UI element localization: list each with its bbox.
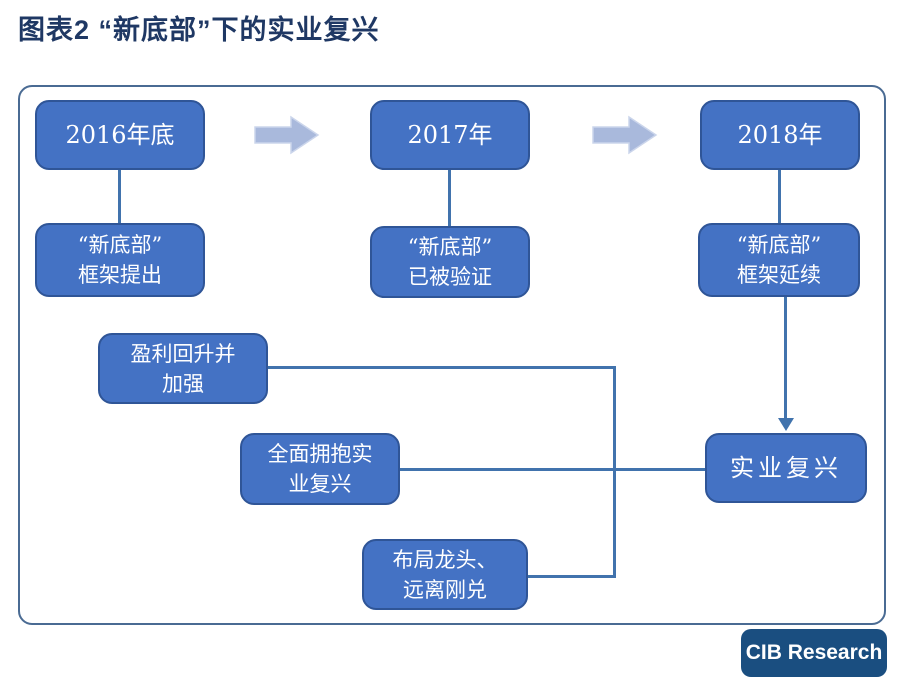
- connector-2016: [118, 170, 121, 223]
- connector-bus: [613, 366, 616, 578]
- node-label: 2017年: [407, 121, 493, 149]
- brand-badge: CIB Research: [741, 629, 887, 677]
- node-label-line2: 远离刚兑: [403, 577, 487, 602]
- node-label-line2: 业复兴: [288, 472, 352, 496]
- node-label-line2: 框架延续: [737, 263, 821, 287]
- node-label-line1: 布局龙头、: [392, 547, 498, 572]
- page-title: 图表2 “新底部”下的实业复兴: [18, 15, 380, 45]
- node-label-line1: “新底部”: [736, 233, 822, 257]
- down-arrowhead-icon: [778, 418, 794, 431]
- node-label-line1: “新底部”: [407, 235, 493, 259]
- node-status-2018: “新底部” 框架延续: [698, 223, 860, 297]
- node-label: 实业复兴: [730, 454, 842, 482]
- node-factor-embrace: 全面拥抱实 业复兴: [240, 433, 400, 505]
- right-block-arrow-icon: [254, 115, 320, 155]
- connector-2018: [778, 170, 781, 223]
- connector-factor3: [528, 575, 616, 578]
- node-label: 2016年底: [65, 121, 175, 149]
- node-factor-leaders: 布局龙头、 远离刚兑: [362, 539, 528, 610]
- node-label-line1: 全面拥抱实: [267, 442, 373, 466]
- brand-label: CIB Research: [745, 641, 883, 664]
- node-label-line2: 加强: [162, 371, 204, 396]
- node-target: 实业复兴: [705, 433, 867, 503]
- connector-factor1: [268, 366, 616, 369]
- node-year-2016: 2016年底: [35, 100, 205, 170]
- right-block-arrow-icon: [592, 115, 658, 155]
- node-factor-profit: 盈利回升并 加强: [98, 333, 268, 404]
- node-label-line1: “新底部”: [77, 233, 163, 257]
- node-label-line2: 已被验证: [408, 265, 492, 289]
- node-status-2016: “新底部” 框架提出: [35, 223, 205, 297]
- node-status-2017: “新底部” 已被验证: [370, 226, 530, 298]
- node-label-line1: 盈利回升并: [130, 341, 236, 366]
- connector-2017: [448, 170, 451, 226]
- node-label: 2018年: [737, 121, 823, 149]
- node-year-2017: 2017年: [370, 100, 530, 170]
- connector-factor2: [400, 468, 705, 471]
- connector-2018-target: [784, 297, 787, 419]
- node-year-2018: 2018年: [700, 100, 860, 170]
- node-label-line2: 框架提出: [78, 263, 162, 287]
